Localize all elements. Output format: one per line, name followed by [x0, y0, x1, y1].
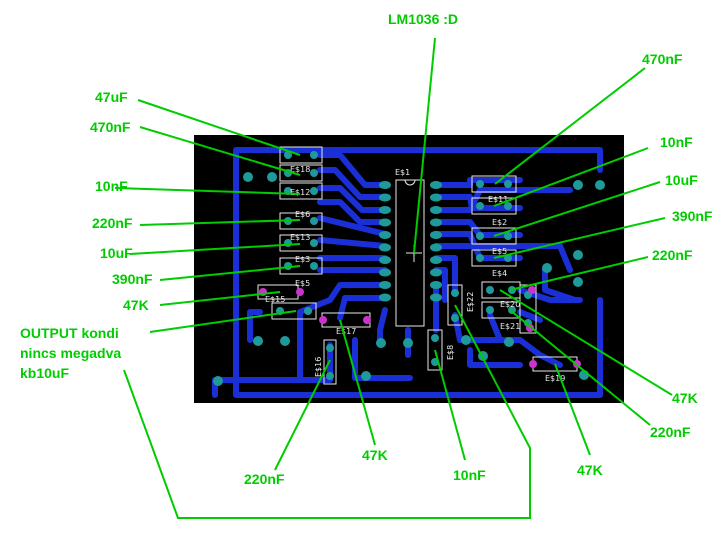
ic-pin-pad — [430, 281, 442, 289]
ic-pin-pad — [430, 181, 442, 189]
ic-pin-pad — [430, 268, 442, 277]
silkscreen-labels: E$1 E$18 E$12 E$6 E$13 E$3 E$5 E$15 E$17… — [265, 165, 565, 383]
lm1036-ic-outline — [395, 179, 425, 327]
callout-220nF-right: 220nF — [652, 247, 693, 263]
ic-pin-pad — [379, 181, 391, 189]
copper-traces — [212, 147, 603, 398]
designator-es15: E$15 — [265, 295, 285, 304]
callout-47K-bottom-1: 47K — [362, 447, 388, 463]
ic-pin-pad — [430, 231, 442, 239]
ic-pin-pad — [430, 218, 442, 227]
note-line-3: kb10uF — [20, 365, 69, 381]
designator-es6: E$6 — [295, 210, 310, 219]
callout-220nF-right-2: 220nF — [650, 424, 691, 440]
ic-pin-pad — [379, 243, 391, 252]
ic-pin-pad — [379, 281, 391, 289]
designator-es5b: E$5 — [492, 247, 507, 256]
callout-220nF-left: 220nF — [92, 215, 133, 231]
callout-47K-left: 47K — [123, 297, 149, 313]
callout-470nF-right: 470nF — [642, 51, 683, 67]
callout-47uF: 47uF — [95, 89, 128, 105]
designator-es18: E$18 — [290, 165, 310, 174]
note-line-1: OUTPUT kondi — [20, 325, 119, 341]
ic-pin-pad — [379, 206, 391, 214]
callout-47K-bottom-2: 47K — [577, 462, 603, 478]
designator-es3: E$3 — [295, 255, 310, 264]
ic-pin-pad — [379, 268, 391, 277]
ic-pin-pad — [430, 256, 442, 264]
ic-pin-pad — [430, 293, 442, 302]
designator-es22: E$22 — [466, 292, 475, 312]
designator-es20: E$20 — [500, 300, 520, 309]
callout-lines — [114, 37, 673, 519]
callout-390nF-left: 390nF — [112, 271, 153, 287]
callout-10nF-right: 10nF — [660, 134, 693, 150]
designator-es12: E$12 — [290, 188, 310, 197]
designator-es4: E$4 — [492, 269, 507, 278]
ic-pin-pad — [379, 218, 391, 227]
note-line-2: nincs megadva — [20, 345, 121, 361]
designator-es2: E$2 — [492, 218, 507, 227]
designator-es1: E$1 — [395, 168, 410, 177]
callout-470nF-left: 470nF — [90, 119, 131, 135]
ic-pads — [379, 181, 442, 302]
callout-10uF-right: 10uF — [665, 172, 698, 188]
callout-390nF-right: 390nF — [672, 208, 713, 224]
designator-es11: E$11 — [488, 195, 508, 204]
ic-notch — [404, 179, 416, 186]
ic-pin-pad — [379, 256, 391, 264]
callout-10uF-left: 10uF — [100, 245, 133, 261]
designator-es8: E$8 — [446, 345, 455, 360]
ic-pin-pad — [430, 193, 442, 202]
designator-es16: E$16 — [314, 357, 323, 377]
title-label: LM1036 :D — [388, 11, 458, 27]
callout-47K-right: 47K — [672, 390, 698, 406]
ic-pin-pad — [379, 231, 391, 239]
callout-10nF-left: 10nF — [95, 178, 128, 194]
callout-labels: LM1036 :D 47uF 470nF 10nF 220nF 10uF 390… — [20, 11, 713, 487]
callout-220nF-bottom: 220nF — [244, 471, 285, 487]
ic-pin-pad — [430, 243, 442, 252]
ic-pin-pad — [379, 293, 391, 302]
designator-es13: E$13 — [290, 233, 310, 242]
ic-pin-pad — [379, 193, 391, 202]
callout-10nF-bottom: 10nF — [453, 467, 486, 483]
designator-es17: E$17 — [336, 327, 356, 336]
designator-es21: E$21 — [500, 322, 520, 331]
designator-es19: E$19 — [545, 374, 565, 383]
designator-es5: E$5 — [295, 279, 310, 288]
ic-pin-pad — [430, 206, 442, 214]
